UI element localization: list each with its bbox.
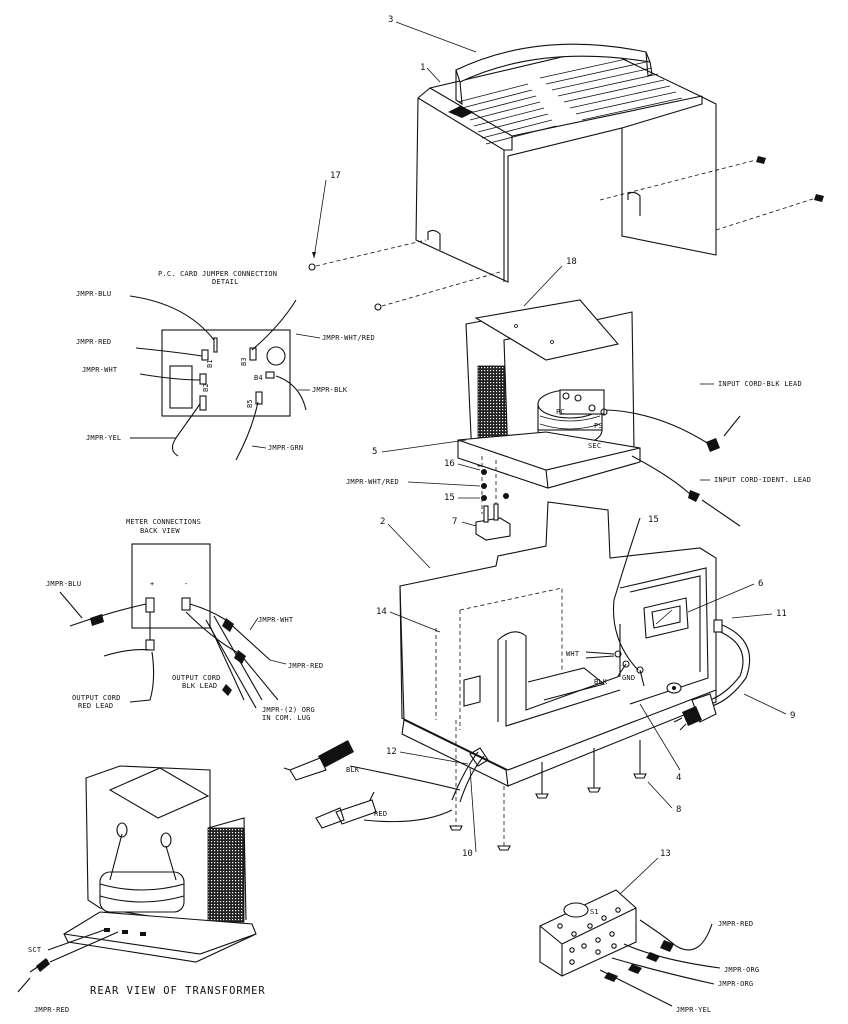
cover-screws (308, 156, 824, 311)
rear-view-caption: REAR VIEW OF TRANSFORMER (90, 985, 266, 997)
label-jmpr-wht-left: JMPR-WHT (82, 366, 118, 374)
part-number-2: 2 (380, 517, 385, 527)
label-output-blk-line1: OUTPUT CORD (172, 674, 221, 682)
pc-b2: B2 (202, 383, 210, 392)
label-sct: SCT (28, 946, 42, 954)
label-jmpr-org-line2: IN COM. LUG (262, 714, 311, 722)
label-input-cord-ident: INPUT CORD-IDENT. LEAD (714, 476, 811, 484)
label-s1: S1 (590, 908, 599, 916)
part-number-7: 7 (452, 517, 457, 527)
label-jmpr-yel-left: JMPR-YEL (86, 434, 121, 442)
label-jmpr-blu-meter: JMPR-BLU (46, 580, 81, 588)
label-jmpr-red-meter: JMPR-RED (288, 662, 323, 670)
label-output-red-line1: OUTPUT CORD (72, 694, 121, 702)
label-sec: SEC (588, 442, 601, 450)
label-output-blk-line2: BLK LEAD (182, 682, 217, 690)
part-number-16: 16 (444, 459, 455, 469)
selector-switch (539, 889, 637, 977)
pc-b1: B1 (206, 359, 214, 368)
label-jmpr-red-left: JMPR-RED (76, 338, 111, 346)
label-jmpr-org-switch-b: JMPR-ORG (718, 980, 753, 988)
part-number-17: 17 (330, 171, 341, 181)
label-jmpr-blu-top: JMPR-BLU (76, 290, 111, 298)
transformer-rear-view (63, 765, 257, 963)
label-pc: PC (556, 408, 565, 416)
label-jmpr-wht-red-top: JMPR-WHT/RED (322, 334, 375, 342)
pc-b3: B3 (240, 357, 248, 366)
part-number-10: 10 (462, 849, 473, 859)
part-number-12: 12 (386, 747, 397, 757)
label-jmpr-org-switch-a: JMPR-ORG (724, 966, 759, 974)
part-number-14: 14 (376, 607, 387, 617)
label-jmpr-yel-switch: JMPR-YEL (676, 1006, 711, 1014)
part-number-5: 5 (372, 447, 377, 457)
power-cord (673, 619, 751, 731)
chassis-base (399, 501, 717, 851)
pc-card-title-line2: DETAIL (212, 278, 239, 286)
part-number-9: 9 (790, 711, 795, 721)
output-clamps (283, 740, 489, 829)
label-gnd-terminal: GND (622, 674, 635, 682)
part-number-8: 8 (676, 805, 681, 815)
pc-card-detail (161, 329, 291, 417)
label-wht-terminal: WHT (566, 650, 580, 658)
meter-plus: + (150, 580, 154, 588)
label-jmpr-org-line1: JMPR-(2) ORG (262, 706, 315, 714)
pc-b5: B5 (246, 399, 254, 408)
part-number-13: 13 (660, 849, 671, 859)
label-red-clamp: RED (374, 810, 387, 818)
label-jmpr-wht-red-mid: JMPR-WHT/RED (346, 478, 399, 486)
label-blk-terminal: BLK (594, 678, 608, 686)
pc-b4: B4 (254, 374, 263, 382)
label-output-red-line2: RED LEAD (78, 702, 113, 710)
meter-minus: - (184, 580, 188, 588)
meter-title-line1: METER CONNECTIONS (126, 518, 201, 526)
label-ps: PS (594, 422, 603, 430)
part-number-18: 18 (566, 257, 577, 267)
cover-assembly (415, 43, 717, 283)
label-jmpr-grn: JMPR-GRN (268, 444, 303, 452)
part-number-15b: 15 (648, 515, 659, 525)
label-jmpr-blk-top: JMPR-BLK (312, 386, 348, 394)
part-number-6: 6 (758, 579, 763, 589)
transformer-assembly (457, 299, 641, 489)
meter-back-view (131, 543, 211, 651)
label-jmpr-red-rear: JMPR-RED (34, 1006, 69, 1014)
part-number-3: 3 (388, 15, 393, 25)
rectifier (475, 456, 511, 541)
label-jmpr-red-switch: JMPR-RED (718, 920, 753, 928)
label-blk-clamp: BLK (346, 766, 360, 774)
part-number-11: 11 (776, 609, 787, 619)
pc-card-title-line1: P.C. CARD JUMPER CONNECTION (158, 270, 277, 278)
part-number-4: 4 (676, 773, 681, 783)
label-jmpr-wht-meter: JMPR-WHT (258, 616, 294, 624)
part-number-1: 1 (420, 63, 425, 73)
part-number-15a: 15 (444, 493, 455, 503)
label-input-cord-blk: INPUT CORD-BLK LEAD (718, 380, 802, 388)
meter-title-line2: BACK VIEW (140, 527, 180, 535)
ac-terminals (585, 650, 645, 687)
